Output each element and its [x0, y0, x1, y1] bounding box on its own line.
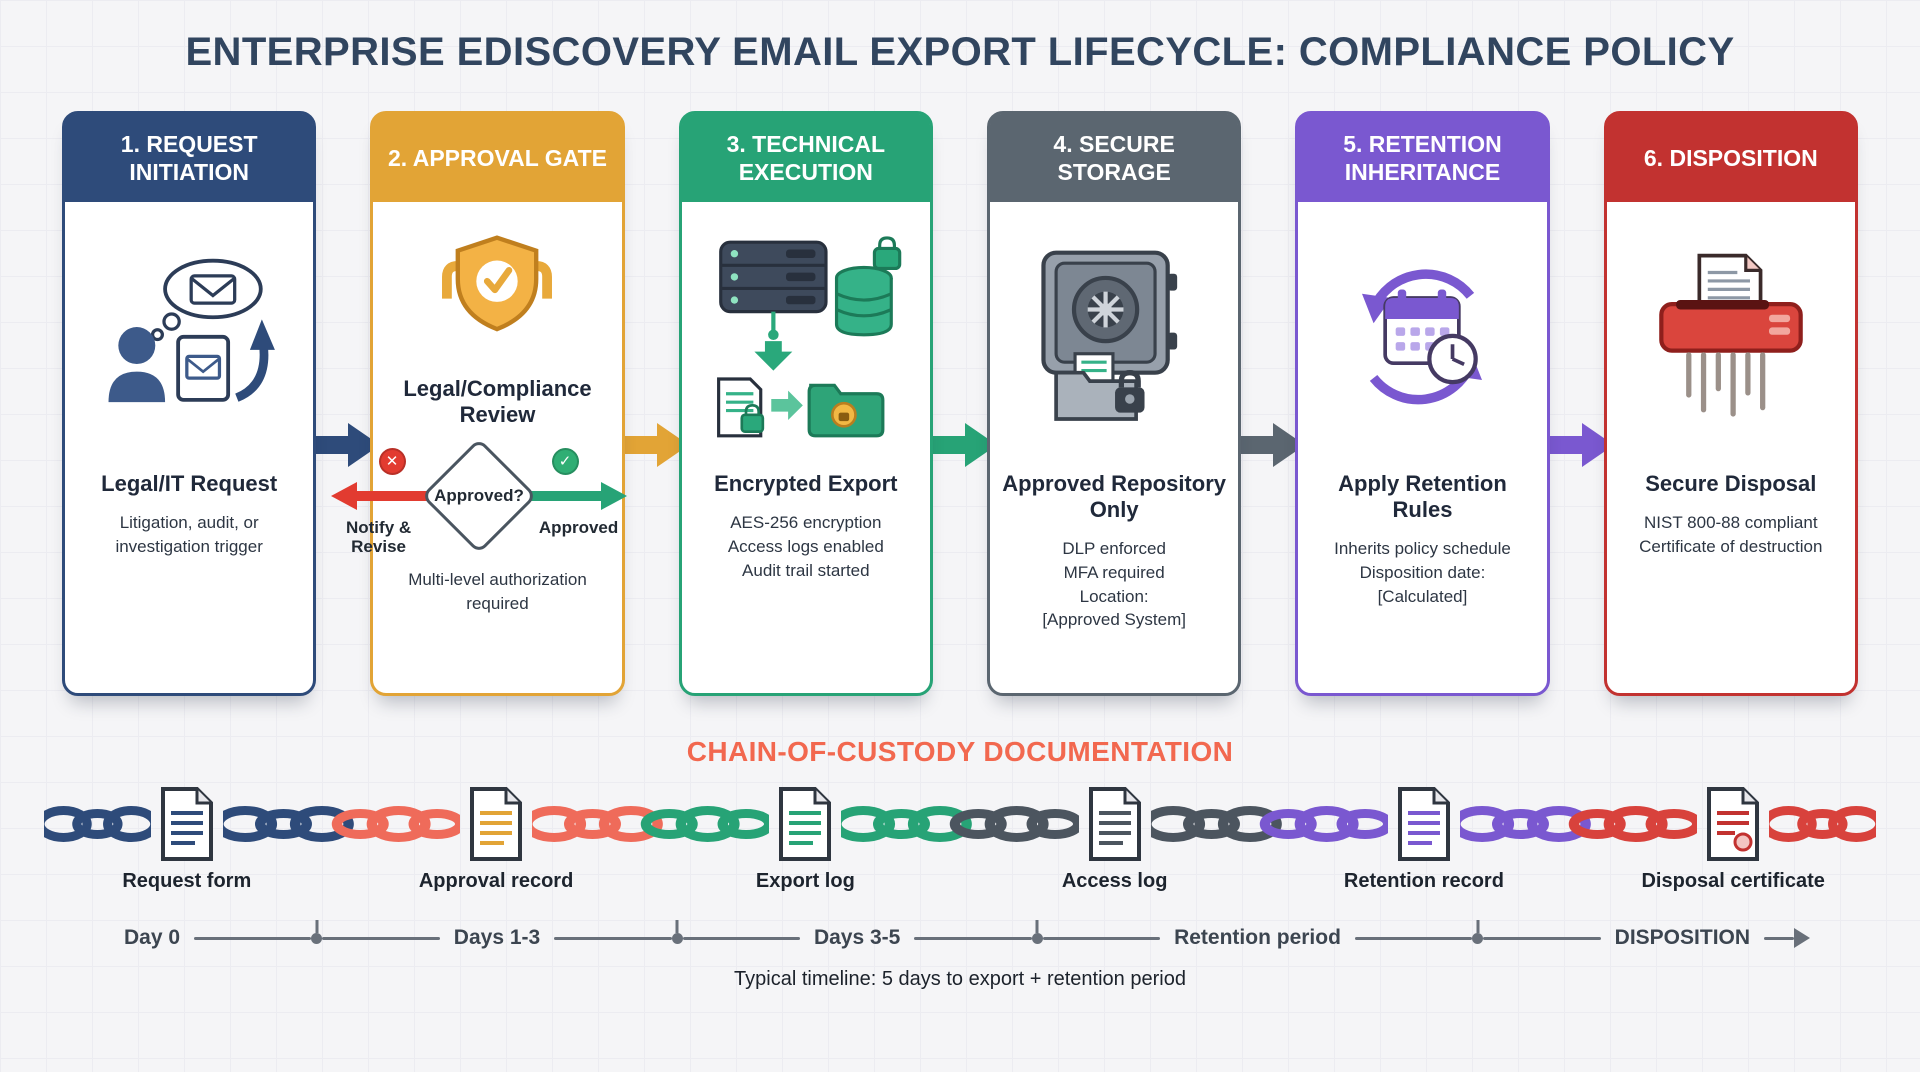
stage-card-secure-storage: 4. SECURE STORAGE	[986, 111, 1242, 696]
timeline: Day 0 Days 1-3 Days 3-5 Retention period…	[110, 926, 1811, 950]
chain-doc-label: Retention record	[1343, 870, 1504, 892]
document-icon	[773, 785, 837, 863]
flow-arrow-icon	[614, 423, 689, 467]
stage-subtitle: Encrypted Export	[714, 471, 898, 496]
chain-doc-label: Disposal certificate	[1641, 870, 1825, 892]
stage-card-approval-gate: 2. APPROVAL GATE Legal/Compliance Review	[330, 111, 627, 696]
chain-link-segment	[1150, 801, 1388, 847]
approval-decision: Approved? ✕ ✓ Notify & Revise Approved	[329, 437, 629, 562]
document-seal-icon	[1701, 785, 1765, 863]
stage-detail: DLP enforced	[1062, 538, 1166, 558]
flow-arrow-icon	[1539, 423, 1614, 467]
timeline-marker	[1472, 932, 1484, 944]
stage-detail: Audit trail started	[742, 560, 870, 580]
stage-card-retention-inheritance: 5. RETENTION INHERITANCE	[1295, 111, 1550, 696]
chain-link-segment	[1459, 801, 1698, 847]
stage-header: 1. REQUEST INITIATION	[65, 114, 314, 202]
stage-header: 5. RETENTION INHERITANCE	[1298, 114, 1547, 202]
stage-detail: MFA required	[1063, 562, 1165, 582]
stage-header: 3. TECHNICAL EXECUTION	[681, 114, 930, 202]
stage-subtitle: Legal/Compliance Review	[403, 376, 592, 427]
stage-subtitle: Approved Repository Only	[1002, 471, 1226, 522]
document-icon	[1392, 785, 1456, 863]
stage-detail: [Approved System]	[1042, 610, 1186, 630]
stage-header: 4. SECURE STORAGE	[989, 114, 1239, 202]
document-icon	[155, 785, 219, 863]
chain-link-segment	[532, 801, 770, 847]
flow-arrow-icon	[1231, 423, 1306, 467]
chain-doc-label: Approval record	[418, 870, 574, 892]
chain-link-segment	[222, 801, 461, 847]
stage-subtitle: Apply Retention Rules	[1338, 471, 1507, 522]
person-email-request-icon	[91, 216, 287, 461]
flow-arrow-icon	[922, 423, 997, 467]
calendar-clock-cycle-icon	[1322, 216, 1522, 461]
decision-question: Approved?	[433, 485, 524, 505]
chain-doc-label: Access log	[1061, 870, 1168, 892]
timeline-label: Day 0	[124, 926, 181, 949]
lifecycle-stages: 1. REQUEST INITIATION	[62, 111, 1858, 696]
chain-of-custody	[44, 782, 1876, 866]
stage-card-request-initiation: 1. REQUEST INITIATION	[62, 111, 317, 696]
shredder-icon	[1636, 216, 1826, 461]
stage-detail: [Calculated]	[1377, 586, 1468, 606]
timeline-marker	[671, 932, 683, 944]
timeline-marker	[311, 932, 323, 944]
reject-x-icon: ✕	[378, 447, 406, 475]
stage-detail: AES-256 encryption	[730, 512, 882, 532]
chain-link-segment	[44, 801, 151, 847]
stage-header: 6. DISPOSITION	[1606, 114, 1855, 202]
vault-icon	[1014, 216, 1214, 461]
stage-header: 2. APPROVAL GATE	[373, 114, 622, 202]
shield-check-icon	[399, 216, 595, 366]
decision-reject-label: Notify & Revise	[345, 517, 412, 557]
timeline-label: DISPOSITION	[1614, 926, 1751, 949]
timeline-label: Days 1-3	[453, 926, 541, 949]
server-encrypted-export-icon	[706, 216, 906, 461]
stage-card-disposition: 6. DISPOSITION	[1603, 111, 1858, 696]
flow-arrow-icon	[306, 423, 381, 467]
stage-detail: Location:	[1079, 586, 1149, 606]
stage-detail: Litigation, audit, or investigation trig…	[115, 512, 263, 556]
document-icon	[464, 785, 528, 863]
chain-of-custody-title: CHAIN-OF-CUSTODY DOCUMENTATION	[686, 736, 1234, 767]
chain-doc-labels: Request form Approval record Export log …	[44, 870, 1876, 896]
timeline-label: Retention period	[1174, 926, 1341, 949]
timeline-marker	[1031, 932, 1043, 944]
stage-card-technical-execution: 3. TECHNICAL EXECUTION	[678, 111, 933, 696]
stage-detail: Multi-level authorization required	[408, 569, 587, 613]
chain-link-segment	[841, 801, 1079, 847]
stage-detail: Access logs enabled	[727, 536, 884, 556]
stage-subtitle: Secure Disposal	[1645, 471, 1817, 496]
timeline-label: Days 3-5	[813, 926, 901, 949]
stage-detail: Certificate of destruction	[1639, 536, 1823, 556]
page-title: ENTERPRISE EDISCOVERY EMAIL EXPORT LIFEC…	[185, 30, 1735, 74]
stage-subtitle: Legal/IT Request	[101, 471, 278, 496]
decision-approve-label: Approved	[538, 517, 619, 537]
stage-detail: NIST 800-88 compliant	[1644, 512, 1818, 532]
approve-check-icon: ✓	[551, 447, 579, 475]
stage-detail: Inherits policy schedule	[1334, 538, 1511, 558]
stage-detail: Disposition date:	[1359, 562, 1486, 582]
document-icon	[1083, 785, 1147, 863]
chain-doc-label: Export log	[755, 870, 855, 892]
chain-doc-label: Request form	[122, 870, 252, 892]
timeline-caption: Typical timeline: 5 days to export + ret…	[734, 968, 1186, 990]
chain-link-segment	[1769, 801, 1876, 847]
timeline-arrow-icon	[1794, 928, 1811, 948]
